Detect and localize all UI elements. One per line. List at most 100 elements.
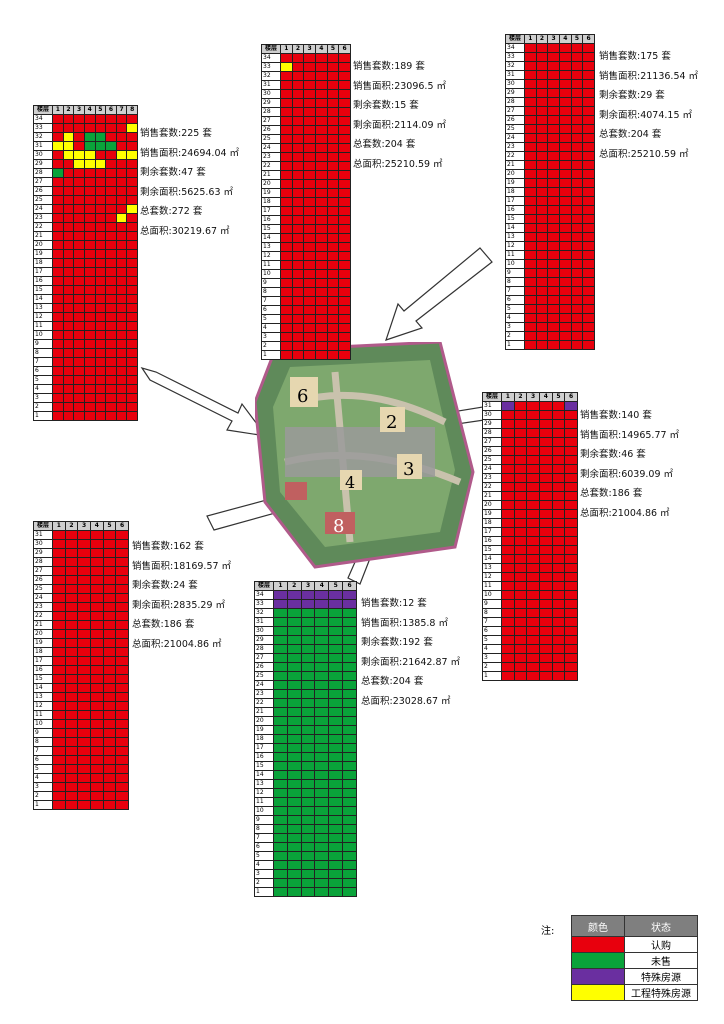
building-4 <box>340 470 362 490</box>
floor-number: 12 <box>505 241 525 251</box>
unit-cell <box>314 161 328 171</box>
unit-cell <box>83 366 96 376</box>
unit-cell <box>303 197 316 207</box>
unit-cell <box>280 206 293 216</box>
unit-cell <box>126 240 138 250</box>
unit-cell <box>273 716 288 726</box>
unit-cell <box>62 186 75 196</box>
unit-cell <box>564 635 578 645</box>
unit-cell <box>64 530 79 540</box>
floor-row: 15 <box>33 285 138 295</box>
floor-row: 5 <box>254 851 357 861</box>
stat-line: 销售套数:140 套 <box>580 410 652 421</box>
floor-row: 3 <box>254 869 357 879</box>
unit-cell <box>286 635 302 645</box>
unit-cell <box>513 419 528 429</box>
unit-cell <box>547 286 560 296</box>
unit-cell <box>538 599 553 609</box>
unit-cell <box>314 752 330 762</box>
unit-cell <box>328 707 344 717</box>
unit-cell <box>570 187 584 197</box>
unit-cell <box>52 375 64 385</box>
unit-cell <box>342 815 357 825</box>
unit-cell <box>102 710 117 720</box>
unit-cell <box>551 617 566 627</box>
floor-number: 7 <box>33 746 53 756</box>
unit-cell <box>273 797 288 807</box>
unit-cell <box>314 743 330 753</box>
floor-number: 17 <box>254 743 274 753</box>
unit-cell <box>582 169 595 179</box>
unit-cell <box>102 602 117 612</box>
floor-row: 34 <box>261 53 351 63</box>
unit-cell <box>338 161 351 171</box>
unit-cell <box>280 323 293 333</box>
unit-cell <box>526 590 540 600</box>
unit-cell <box>303 116 316 126</box>
unit-cell <box>286 842 302 852</box>
stat-line: 剩余面积:6039.09 ㎡ <box>580 468 674 480</box>
floor-number: 19 <box>505 178 525 188</box>
unit-cell <box>126 150 138 160</box>
unit-cell <box>314 851 330 861</box>
unit-cell <box>547 160 560 170</box>
floor-number: 26 <box>261 125 281 135</box>
unit-cell <box>52 132 64 142</box>
unit-cell <box>273 887 288 897</box>
unit-cell <box>551 581 566 591</box>
unit-cell <box>73 276 85 286</box>
unit-cell <box>94 384 107 394</box>
floor-row: 13 <box>33 692 129 702</box>
unit-cell <box>314 815 330 825</box>
unit-cell <box>582 268 595 278</box>
unit-cell <box>102 746 117 756</box>
unit-cell <box>102 575 117 585</box>
unit-cell <box>524 169 537 179</box>
unit-cell <box>94 294 107 304</box>
unit-cell <box>526 572 540 582</box>
floor-row: 30 <box>482 410 578 420</box>
unit-cell <box>300 761 316 771</box>
unit-header-6: 6 <box>115 521 129 531</box>
unit-cell <box>547 133 560 143</box>
floor-number: 1 <box>261 350 281 360</box>
floor-row: 20 <box>261 179 351 189</box>
unit-cell <box>102 557 117 567</box>
unit-header-2: 2 <box>535 34 549 44</box>
unit-cell <box>526 635 540 645</box>
floor-number: 17 <box>33 267 53 277</box>
unit-cell <box>77 539 91 549</box>
unit-cell <box>338 278 351 288</box>
floor-row: 24 <box>33 593 129 603</box>
unit-cell <box>564 500 578 510</box>
unit-cell <box>558 178 572 188</box>
unit-cell <box>83 357 96 367</box>
floor-row: 20 <box>482 500 578 510</box>
unit-cell <box>94 141 107 151</box>
unit-cell <box>300 842 316 852</box>
unit-cell <box>582 187 595 197</box>
unit-cell <box>94 393 107 403</box>
floor-row: 10 <box>33 719 129 729</box>
floor-row: 14 <box>33 294 138 304</box>
unit-cell <box>558 250 572 260</box>
unit-cell <box>62 249 75 259</box>
unit-cell <box>83 123 96 133</box>
unit-cell <box>291 350 305 360</box>
unit-cell <box>73 366 85 376</box>
unit-cell <box>115 303 128 313</box>
legend-swatch-g <box>571 952 625 969</box>
floor-number: 22 <box>505 151 525 161</box>
unit-cell <box>300 878 316 888</box>
unit-cell <box>291 98 305 108</box>
unit-cell <box>105 384 117 394</box>
unit-cell <box>338 233 351 243</box>
unit-cell <box>115 375 128 385</box>
floor-row: 22 <box>33 222 138 232</box>
unit-cell <box>291 53 305 63</box>
stat-line: 剩余面积:21642.87 ㎡ <box>361 656 461 668</box>
unit-cell <box>77 665 91 675</box>
unit-cell <box>326 107 340 117</box>
